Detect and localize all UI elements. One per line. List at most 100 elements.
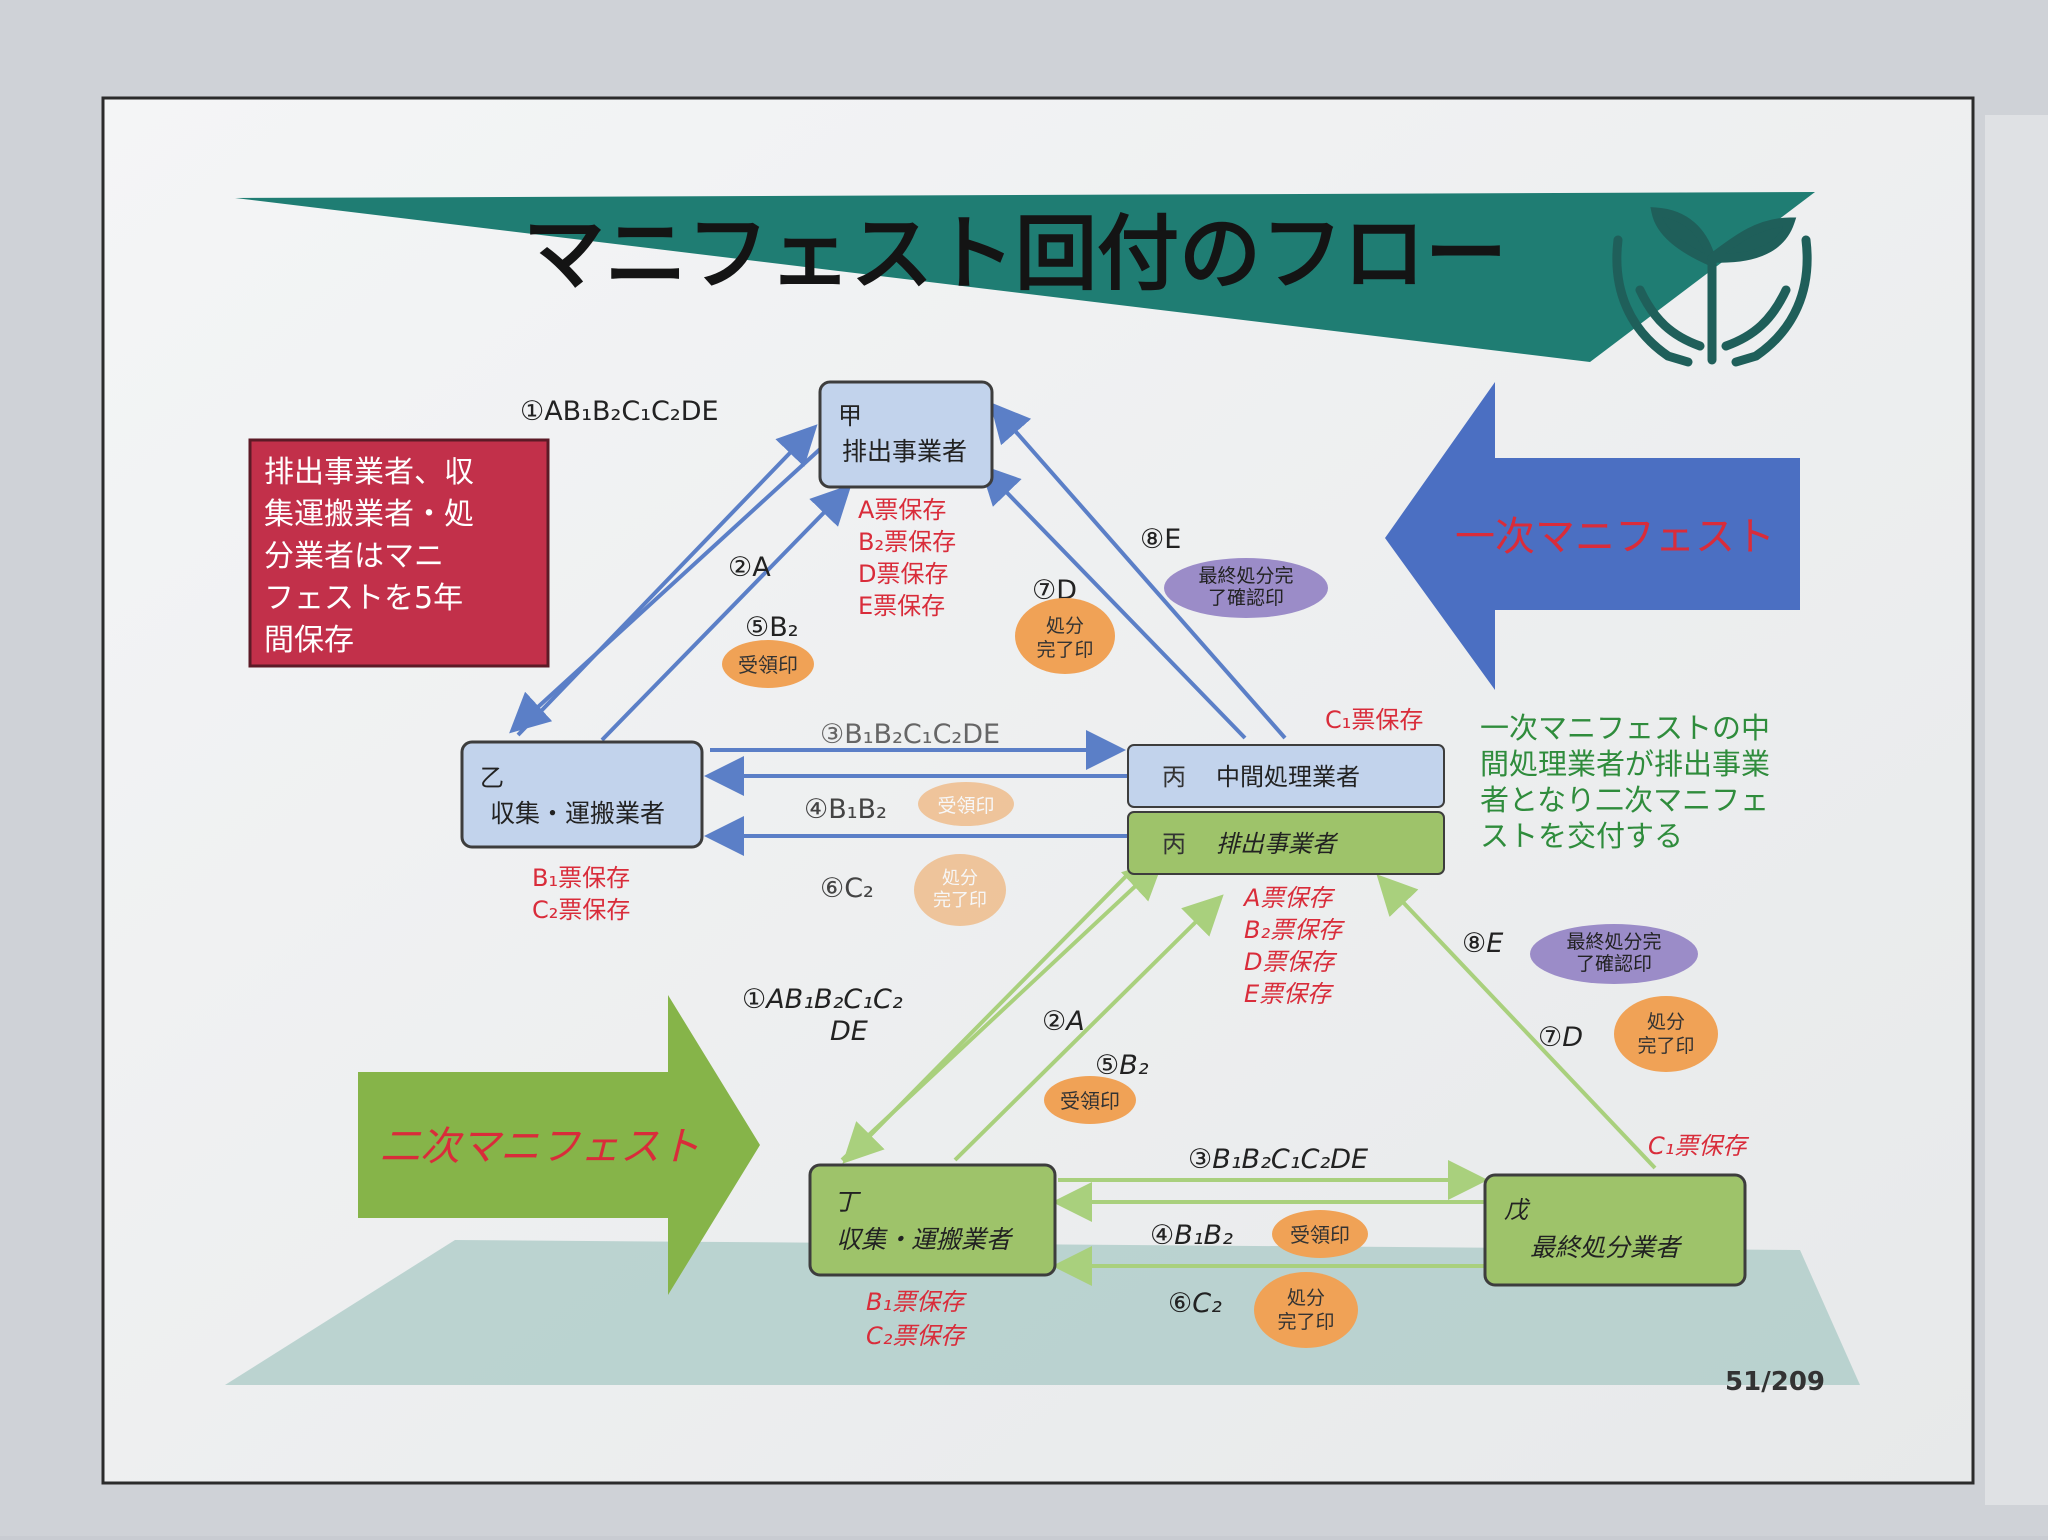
kou-keep-e: E票保存 xyxy=(858,592,945,620)
stamp-bottom-received-b2: 受領印 xyxy=(1044,1076,1136,1124)
otsu-keep-b1: B₁票保存 xyxy=(532,864,630,892)
stamp-bottom-received-b1b2: 受領印 xyxy=(1272,1210,1368,1258)
secondary-manifest-arrow xyxy=(358,995,760,1295)
note-line: 間保存 xyxy=(264,623,354,658)
arrow-step8-to-kou xyxy=(989,401,1287,740)
node-role: 最終処分業者 xyxy=(1530,1233,1683,1262)
stamp-text: 処分 xyxy=(1647,1011,1685,1033)
bottom-step1-label-cont: DE xyxy=(830,1016,868,1047)
tei-keep-c2: C₂票保存 xyxy=(866,1322,967,1350)
stamp-text: 完了印 xyxy=(1036,639,1093,661)
bottom-step2-label: ②A xyxy=(1042,1006,1085,1037)
primary-manifest-label: 一次マニフェスト xyxy=(1455,514,1775,560)
hei-b-keep-b2: B₂票保存 xyxy=(1244,916,1345,944)
node-kanji: 乙 xyxy=(480,764,504,792)
top-step5-label: ⑤B₂ xyxy=(745,612,799,643)
stamp-text: 受領印 xyxy=(937,795,994,817)
bottom-wedge xyxy=(225,1240,1860,1385)
stamp-bottom-final-confirm: 最終処分完 了確認印 xyxy=(1530,924,1698,984)
bottom-step6-label: ⑥C₂ xyxy=(1168,1288,1222,1319)
stamp-top-disposal-done: 処分 完了印 xyxy=(1015,598,1115,674)
stamp-text: 処分 xyxy=(1287,1287,1325,1309)
node-kou-emitter: 甲 排出事業者 xyxy=(818,380,994,489)
bo-keep-c1: C₁票保存 xyxy=(1648,1132,1749,1160)
top-step8-label: ⑧E xyxy=(1140,524,1181,555)
node-kanji: 甲 xyxy=(838,402,862,430)
side-note-line: 間処理業者が排出事業 xyxy=(1480,747,1770,781)
page-title: マニフェスト回付のフロー xyxy=(523,207,1507,302)
node-hei-emitter: 丙 排出事業者 xyxy=(1127,811,1445,875)
bottom-step8-label: ⑧E xyxy=(1462,928,1503,959)
stamp-text: 完了印 xyxy=(1277,1311,1334,1333)
stamp-text: 受領印 xyxy=(1290,1223,1350,1247)
node-kanji: 丙 xyxy=(1162,763,1186,791)
side-note-line: ストを交付する xyxy=(1480,819,1683,853)
arrow-b-step1-to-tei xyxy=(842,858,1144,1164)
node-hei-intermediate: 丙 中間処理業者 xyxy=(1127,744,1445,808)
kou-keep-d: D票保存 xyxy=(858,560,948,588)
note-line: 排出事業者、収 xyxy=(264,455,474,490)
top-step6-label: ⑥C₂ xyxy=(820,873,874,904)
secondary-manifest-label: 二次マニフェスト xyxy=(380,1124,700,1170)
note-line: フェストを5年 xyxy=(264,581,463,616)
stamp-text: 受領印 xyxy=(738,653,798,677)
stamp-top-final-confirm: 最終処分完 了確認印 xyxy=(1164,558,1328,618)
top-step4-label: ④B₁B₂ xyxy=(804,794,887,825)
arrow-step1-to-kou xyxy=(516,424,818,737)
stamp-text: 了確認印 xyxy=(1576,953,1652,975)
page-number: 51/209 xyxy=(1725,1367,1825,1397)
node-role: 中間処理業者 xyxy=(1216,763,1360,791)
bottom-step5-label: ⑤B₂ xyxy=(1095,1050,1149,1081)
bottom-step4-label: ④B₁B₂ xyxy=(1150,1220,1233,1251)
node-kanji: 丙 xyxy=(1162,830,1186,858)
bottom-step3-label: ③B₁B₂C₁C₂DE xyxy=(1188,1144,1368,1175)
top-step3-label: ③B₁B₂C₁C₂DE xyxy=(820,719,1000,750)
node-role: 排出事業者 xyxy=(1216,830,1339,858)
title-band xyxy=(235,192,1815,362)
primary-manifest-arrow xyxy=(1385,382,1800,690)
retention-note-text: 排出事業者、収 集運搬業者・処 分業者はマニ フェストを5年 間保存 xyxy=(264,455,474,658)
arrow-step7-to-kou xyxy=(979,464,1247,740)
stamp-text: 処分 xyxy=(1046,615,1084,637)
node-bo-final-disposer: 戊 最終処分業者 xyxy=(1483,1173,1747,1287)
secondary-issue-note: 一次マニフェストの中 間処理業者が排出事業 者となり二次マニフェ ストを交付する xyxy=(1480,711,1770,853)
tei-keep-b1: B₁票保存 xyxy=(866,1288,967,1316)
hei-b-keep-e: E票保存 xyxy=(1244,980,1334,1008)
note-line: 集運搬業者・処 xyxy=(264,497,474,532)
stamp-text: 完了印 xyxy=(1637,1035,1694,1057)
bottom-step1-label: ①AB₁B₂C₁C₂ xyxy=(742,984,903,1015)
stamp-bottom-disposal-c2: 処分 完了印 xyxy=(1254,1272,1358,1348)
stamp-top-disposal-c2: 処分 完了印 xyxy=(914,854,1006,926)
sprout-in-hands-icon xyxy=(1612,207,1812,367)
stamp-text: 最終処分完 xyxy=(1198,565,1293,587)
node-tei-collector: 丁 収集・運搬業者 xyxy=(808,1163,1057,1277)
node-otsu-collector: 乙 収集・運搬業者 xyxy=(460,740,704,849)
stamp-text: 最終処分完 xyxy=(1566,931,1661,953)
top-step1-label: ①AB₁B₂C₁C₂DE xyxy=(520,396,719,427)
next-page-edge xyxy=(1985,115,2048,1505)
side-note-line: 者となり二次マニフェ xyxy=(1480,783,1769,817)
arrow-step2-to-kou xyxy=(600,484,852,742)
stamp-text: 完了印 xyxy=(933,890,987,911)
node-role: 収集・運搬業者 xyxy=(836,1225,1014,1254)
hei-b-keep-d: D票保存 xyxy=(1244,948,1337,976)
note-line: 分業者はマニ xyxy=(264,539,444,574)
otsu-keep-c2: C₂票保存 xyxy=(532,896,630,924)
retention-note-box xyxy=(248,438,550,668)
bottom-step7-label: ⑦D xyxy=(1538,1022,1583,1053)
node-kanji: 戊 xyxy=(1504,1196,1531,1224)
stamp-top-received-b2: 受領印 xyxy=(722,640,814,688)
hei-keep-c1: C₁票保存 xyxy=(1325,706,1423,734)
stamp-bottom-disposal-d: 処分 完了印 xyxy=(1614,996,1718,1072)
node-role: 収集・運搬業者 xyxy=(490,799,665,828)
node-kanji: 丁 xyxy=(834,1188,862,1216)
hei-b-keep-a: A票保存 xyxy=(1242,884,1335,912)
node-role: 排出事業者 xyxy=(842,437,967,466)
stamp-text: 了確認印 xyxy=(1208,587,1284,609)
arrow-step1-to-otsu xyxy=(509,438,832,734)
stamp-text: 処分 xyxy=(942,868,978,889)
stamp-top-received-b1b2: 受領印 xyxy=(918,782,1014,826)
kou-keep-b2: B₂票保存 xyxy=(858,528,956,556)
